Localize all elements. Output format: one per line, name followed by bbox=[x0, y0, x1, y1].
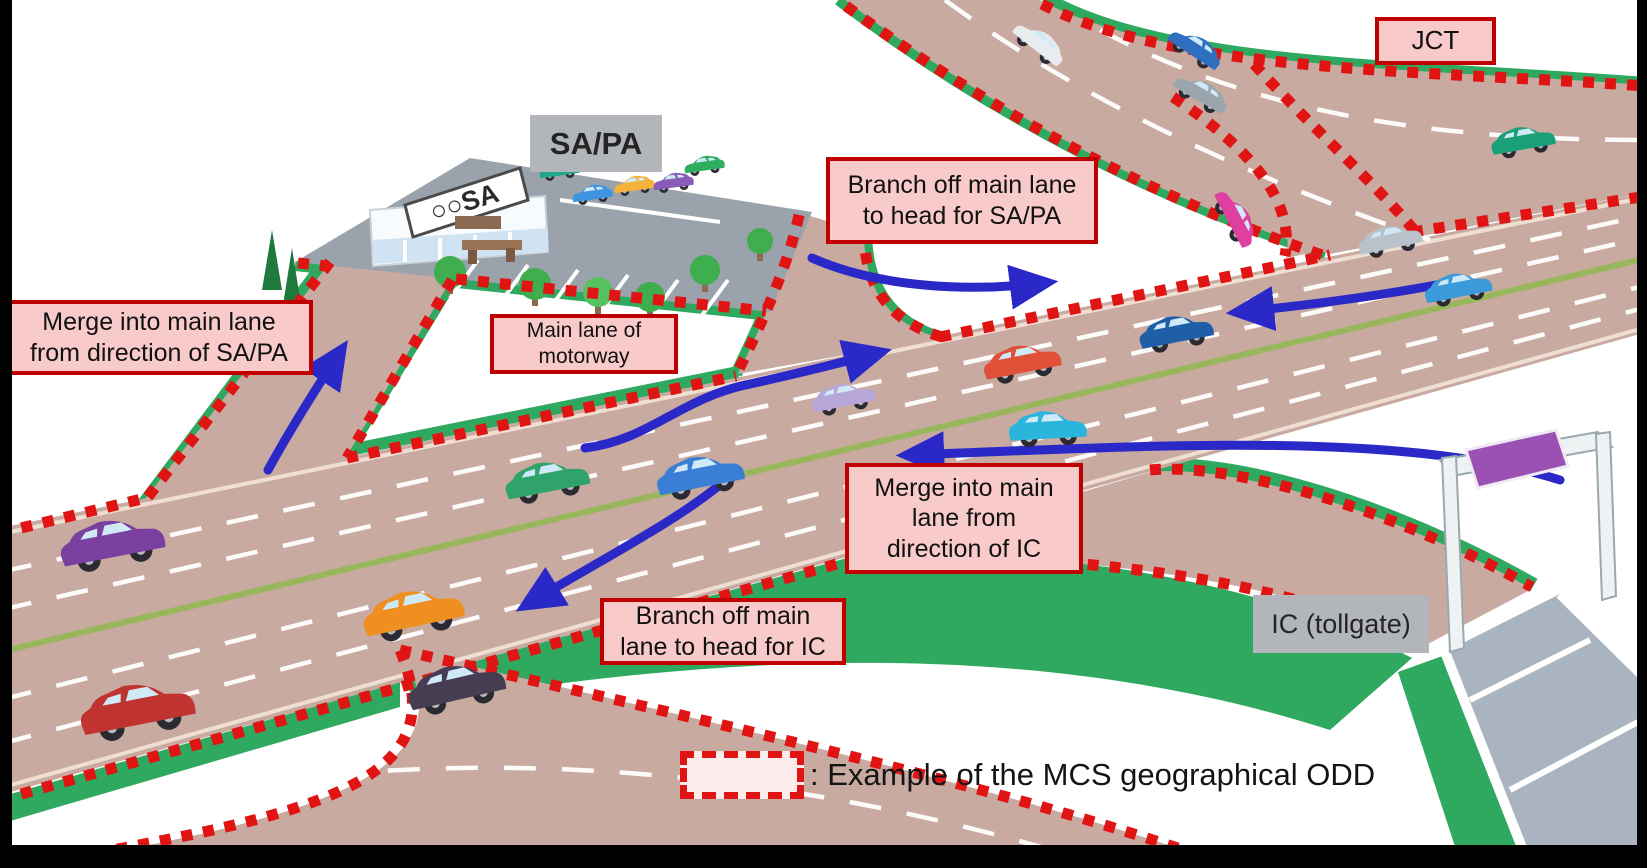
tollgate bbox=[1438, 428, 1618, 654]
callout-branch-ic: Branch off main lane to head for IC bbox=[600, 598, 846, 665]
building-sign-board bbox=[403, 166, 530, 239]
tollgate-post bbox=[1440, 454, 1466, 654]
lane-marking bbox=[0, 304, 1647, 747]
callout-jct: JCT bbox=[1375, 17, 1496, 65]
odd-legend-label: : Example of the MCS geographical ODD bbox=[810, 757, 1376, 792]
callout-merge-ic: Merge into main lane from direction of I… bbox=[845, 463, 1083, 574]
frame-bar-left bbox=[0, 0, 12, 868]
flow-arrow-merge-sapa bbox=[263, 339, 348, 475]
flow-arrow-branch-sapa bbox=[807, 253, 1059, 310]
frame-bar-bottom bbox=[0, 845, 1647, 868]
lane-marking bbox=[943, 0, 1431, 243]
grass-tollgate-side bbox=[1398, 654, 1532, 868]
sapa-branch-ramp bbox=[738, 213, 940, 374]
callout-branch-sapa: Branch off main lane to head for SA/PA bbox=[826, 157, 1098, 244]
jct-connector-ramp bbox=[1175, 62, 1412, 258]
grass-mainroad-top bbox=[298, 366, 740, 466]
tollgate-road bbox=[1440, 590, 1647, 868]
lane-marking bbox=[0, 282, 1647, 703]
tollgate-post bbox=[1594, 430, 1618, 602]
tollgate-road-surface bbox=[1445, 594, 1647, 868]
tollgate-road-stripe bbox=[1508, 719, 1640, 793]
label-sapa: SA/PA bbox=[530, 115, 662, 172]
ic-branch-road bbox=[95, 650, 1235, 868]
tollgate-road-stripe bbox=[1468, 637, 1592, 703]
flow-arrow-branch-ic bbox=[515, 473, 733, 612]
sapa-building: ○○SA bbox=[368, 166, 550, 268]
conifer-tree bbox=[262, 230, 301, 305]
odd-legend: : Example of the MCS geographical ODD bbox=[680, 751, 1375, 799]
grass-gore-ic bbox=[400, 551, 1412, 730]
road-edge-line bbox=[0, 325, 1647, 790]
bench-leg bbox=[468, 250, 477, 264]
callout-merge-sapa: Merge into main lane from direction of S… bbox=[5, 300, 313, 375]
flow-arrow-main-left bbox=[1225, 277, 1457, 331]
flow-arrow-main-lane bbox=[580, 339, 892, 453]
label-ic-tollgate: IC (tollgate) bbox=[1253, 595, 1429, 653]
sapa-merge-ramp bbox=[145, 265, 452, 499]
tollgate-road-edge bbox=[1440, 650, 1535, 868]
main-motorway-surface bbox=[0, 192, 1647, 795]
odd-legend-swatch bbox=[680, 751, 804, 799]
parking-lot-surface bbox=[295, 158, 812, 312]
tollgate-road-edge bbox=[1556, 590, 1647, 684]
entrance-awning bbox=[455, 216, 501, 229]
tollgate-sign bbox=[1464, 428, 1570, 490]
parked-car bbox=[683, 153, 726, 178]
bench-leg bbox=[506, 248, 515, 262]
frame-bar-right bbox=[1637, 0, 1647, 868]
bench bbox=[462, 240, 522, 250]
median-line bbox=[0, 255, 1647, 655]
callout-main-lane: Main lane of motorway bbox=[490, 314, 678, 374]
